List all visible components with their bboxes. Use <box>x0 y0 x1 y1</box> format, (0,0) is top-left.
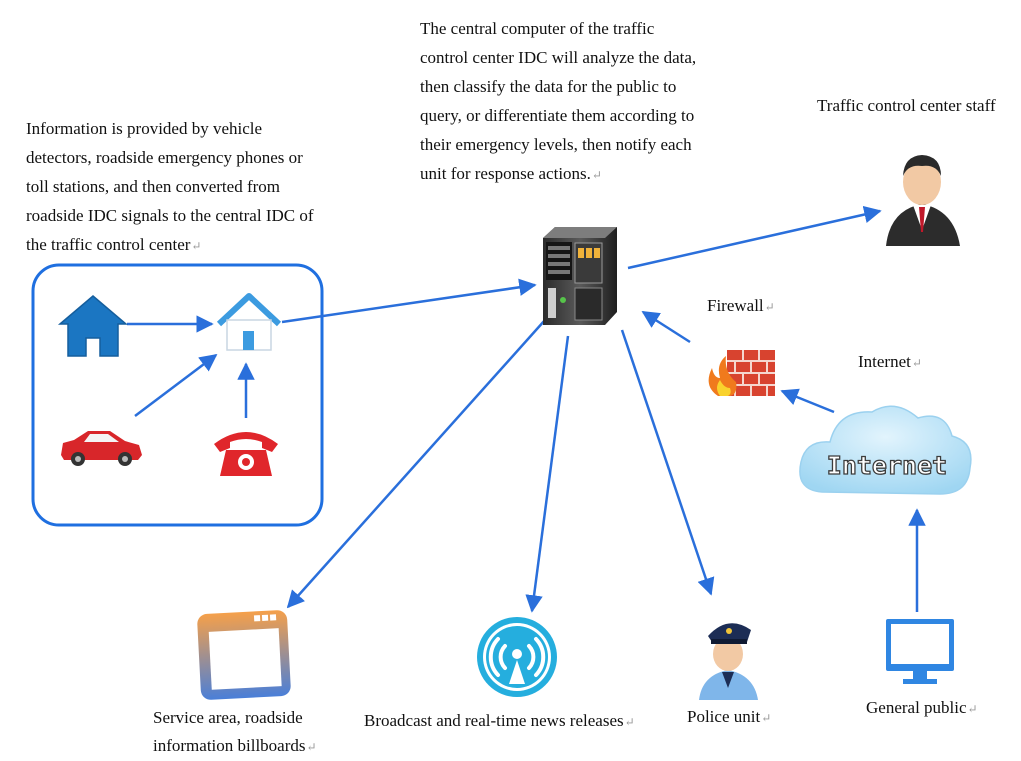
center-description-line: The central computer of the traffic <box>420 19 655 38</box>
broadcast-label: Broadcast and real-time news releases↵ <box>364 711 635 730</box>
flow-arrows <box>127 205 926 613</box>
staff-label: Traffic control center staff <box>817 96 996 115</box>
firewall-icon <box>708 350 775 396</box>
billboard-label: Service area, roadside information billb… <box>153 704 317 761</box>
source-description-line: detectors, roadside emergency phones or <box>26 148 303 167</box>
center-description-line: control center IDC will analyze the data… <box>420 48 697 67</box>
source-description: Information is provided by vehicle detec… <box>26 114 314 261</box>
arrow-internet-to-firewall <box>780 388 835 414</box>
car-icon <box>61 431 142 466</box>
return-mark: ↵ <box>191 239 202 253</box>
monitor-icon <box>886 619 954 684</box>
center-description: The central computer of the traffic cont… <box>420 14 696 190</box>
house-icon <box>57 295 129 357</box>
telephone-icon <box>214 432 278 476</box>
return-mark: ↵ <box>306 740 317 754</box>
center-description-line: unit for response actions.↵ <box>420 164 602 183</box>
return-mark: ↵ <box>911 356 922 370</box>
arrow-server-to-billboard <box>286 319 546 609</box>
billboard-label-line: Service area, roadside <box>153 708 303 727</box>
source-description-line: toll stations, and then converted from <box>26 177 280 196</box>
source-box <box>31 263 324 527</box>
arrow-server-to-broadcast <box>525 335 570 613</box>
arrow-car-to-home <box>134 353 218 417</box>
return-mark: ↵ <box>764 300 775 314</box>
cloud-text: Internet <box>827 451 947 480</box>
public-label: General public↵ <box>866 698 978 717</box>
arrow-server-to-staff <box>627 205 882 270</box>
server-icon <box>543 227 617 325</box>
arrow-firewall-to-server <box>641 310 691 344</box>
arrow-home-to-server <box>281 278 537 324</box>
source-description-line: the traffic control center↵ <box>26 235 202 254</box>
broadcast-signal-icon <box>477 617 557 697</box>
center-description-line: query, or differentiate them according t… <box>420 106 695 125</box>
center-description-line: then classify the data for the public to <box>420 77 677 96</box>
arrow-server-to-police <box>620 329 715 596</box>
billboard-label-line: information billboards↵ <box>153 736 317 755</box>
police-label: Police unit↵ <box>687 707 772 726</box>
return-mark: ↵ <box>761 711 772 725</box>
internet-cloud-icon: Internet <box>799 405 972 495</box>
return-mark: ↵ <box>591 168 602 182</box>
internet-label: Internet↵ <box>858 352 922 371</box>
return-mark: ↵ <box>967 702 978 716</box>
home-icon <box>216 293 282 351</box>
source-description-line: roadside IDC signals to the central IDC … <box>26 206 314 225</box>
firewall-label: Firewall↵ <box>707 296 775 315</box>
police-officer-icon <box>699 623 758 700</box>
return-mark: ↵ <box>624 715 635 729</box>
billboard-window-icon <box>197 610 291 700</box>
staff-person-icon <box>886 155 960 246</box>
source-description-line: Information is provided by vehicle <box>26 119 263 138</box>
center-description-line: their emergency levels, then notify each <box>420 135 692 154</box>
